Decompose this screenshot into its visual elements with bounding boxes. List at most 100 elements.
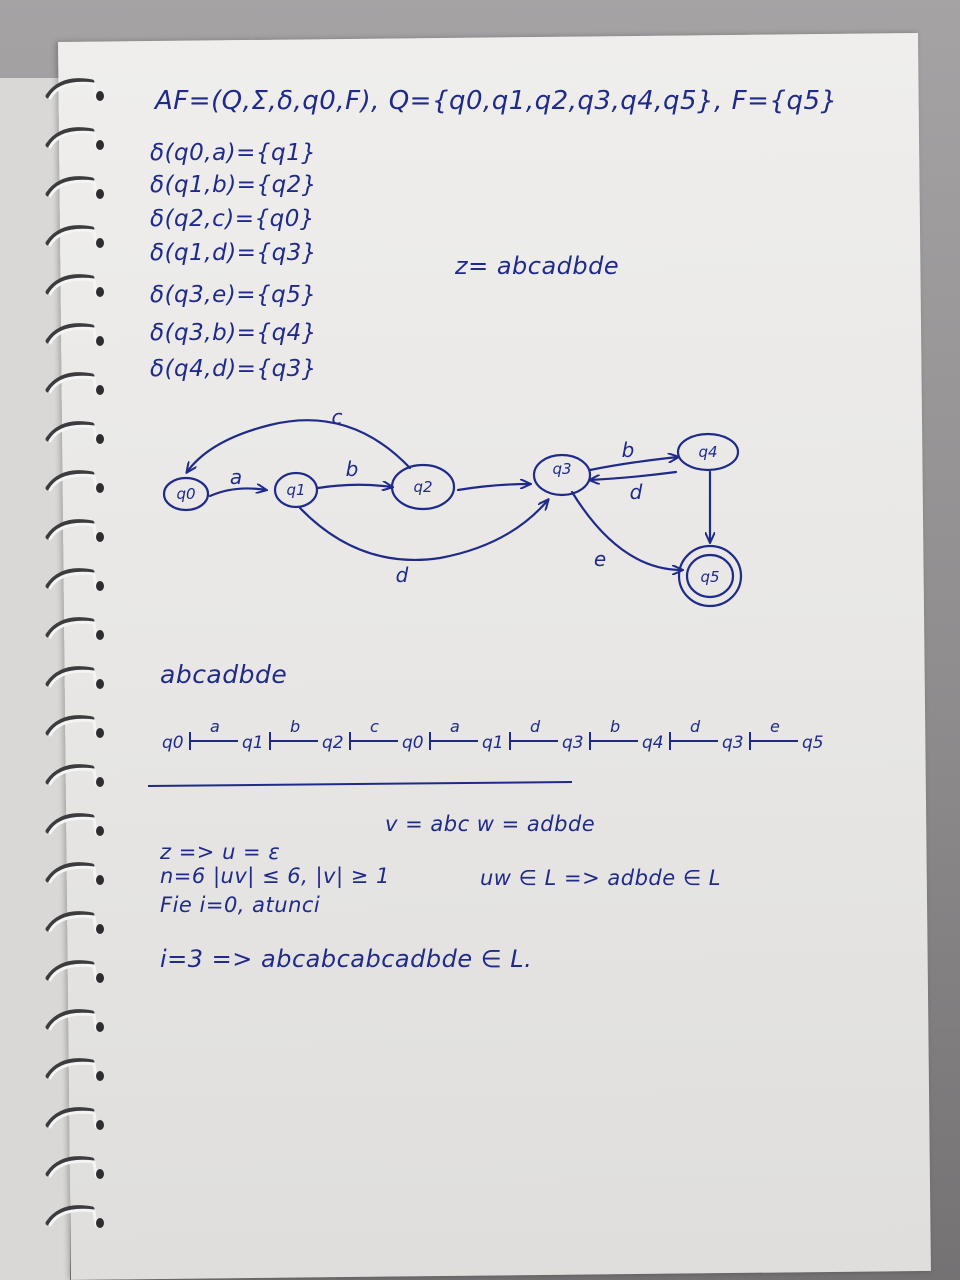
edge-label-a: a: [230, 465, 242, 489]
spiral-ring: [45, 666, 104, 689]
spiral-ring: [45, 127, 104, 150]
z-word: z= abcadbde: [455, 252, 620, 280]
edge-q1-q2: [316, 485, 392, 488]
transition-6: δ(q3,b)={q4}: [150, 320, 317, 346]
binding-hole: [96, 777, 104, 787]
trace-state: q4: [642, 733, 664, 753]
spiral-ring: [45, 470, 104, 493]
binding-hole: [96, 140, 104, 150]
transition-1: δ(q0,a)={q1}: [150, 140, 317, 166]
spiral-ring: [45, 176, 104, 199]
spiral-ring: [45, 78, 104, 101]
binding-hole: [96, 630, 104, 640]
pump-i3: i=3 => abcabcabcadbde ∈ L.: [160, 945, 533, 973]
pump-i0: Fie i=0, atunci: [160, 893, 321, 917]
trace-symbol: d: [690, 717, 701, 736]
binding-hole: [96, 924, 104, 934]
spiral-ring: [45, 1058, 104, 1081]
edge-q1-q3: [298, 500, 548, 562]
trace-symbol: d: [530, 717, 541, 736]
state-label-q4: q4: [698, 443, 717, 461]
state-q5-inner-circle: [685, 553, 735, 599]
state-label-q5: q5: [700, 568, 719, 586]
trace-symbol: a: [210, 717, 220, 736]
spiral-ring: [45, 813, 104, 836]
trace-symbol: b: [610, 717, 620, 736]
binding-hole: [96, 679, 104, 689]
v-w-definition: v = abc w = adbde: [385, 812, 596, 836]
u-definition: z => u = ε: [160, 840, 281, 864]
spiral-ring: [45, 1009, 104, 1032]
state-q0-circle: [162, 476, 210, 512]
spiral-ring: [45, 1205, 104, 1228]
binding-hole: [96, 189, 104, 199]
trace-symbol: c: [370, 717, 379, 736]
spiral-ring: [45, 862, 104, 885]
spiral-ring: [45, 960, 104, 983]
edge-label-c: c: [332, 405, 343, 429]
pumping-length: n=6 |uv| ≤ 6, |v| ≥ 1: [160, 864, 390, 888]
state-label-q3: q3: [552, 460, 571, 478]
binding-hole: [96, 483, 104, 493]
spiral-ring: [45, 519, 104, 542]
edge-q0-q1: [208, 488, 266, 498]
spiral-ring: [45, 274, 104, 297]
transition-2: δ(q1,b)={q2}: [150, 172, 317, 198]
binding-hole: [96, 336, 104, 346]
transition-3: δ(q2,c)={q0}: [150, 206, 315, 232]
spiral-ring: [45, 323, 104, 346]
spiral-ring: [45, 617, 104, 640]
state-q1-circle: [273, 471, 319, 509]
transition-4: δ(q1,d)={q3}: [150, 240, 317, 266]
state-q3-circle: [532, 453, 592, 497]
edge-label-d-q4q3: d: [630, 480, 643, 504]
state-label-q0: q0: [176, 485, 195, 503]
spiral-ring: [45, 421, 104, 444]
binding-hole: [96, 91, 104, 101]
spiral-binding: [45, 78, 104, 1228]
spiral-ring: [45, 1156, 104, 1179]
trace-symbol: e: [770, 717, 780, 736]
spiral-ring: [45, 225, 104, 248]
binding-hole: [96, 1120, 104, 1130]
binding-hole: [96, 532, 104, 542]
edge-label-b-q1q2: b: [346, 457, 359, 481]
trace-state: q1: [482, 733, 504, 753]
binding-hole: [96, 385, 104, 395]
binding-hole: [96, 434, 104, 444]
spiral-ring: [45, 568, 104, 591]
edge-q3-q5: [570, 490, 682, 570]
spiral-ring: [45, 764, 104, 787]
trace-state: q3: [562, 733, 584, 753]
edge-q3-q4: [588, 457, 678, 472]
trace-underline: [147, 781, 573, 787]
state-q5-circle: [677, 544, 743, 608]
page-underneath: [0, 78, 70, 1280]
edge-q2-q0: [187, 419, 412, 472]
binding-hole: [96, 875, 104, 885]
binding-hole: [96, 826, 104, 836]
edge-label-e: e: [594, 547, 606, 571]
spiral-ring: [45, 715, 104, 738]
spiral-ring: [45, 372, 104, 395]
binding-hole: [96, 287, 104, 297]
edge-q2-q3: [456, 484, 530, 492]
state-q2-circle: [390, 463, 456, 511]
edge-label-b-q3q4: b: [622, 438, 635, 462]
transition-7: δ(q4,d)={q3}: [150, 356, 317, 382]
binding-hole: [96, 581, 104, 591]
trace-state: q5: [802, 733, 824, 753]
binding-hole: [96, 728, 104, 738]
binding-hole: [96, 1169, 104, 1179]
trace-state: q2: [322, 733, 344, 753]
binding-hole: [96, 238, 104, 248]
binding-hole: [96, 973, 104, 983]
state-label-q2: q2: [413, 478, 432, 496]
trace-state: q0: [162, 733, 184, 753]
automaton-definition: AF=(Q,Σ,δ,q0,F), Q={q0,q1,q2,q3,q4,q5}, …: [155, 86, 838, 116]
transition-5: δ(q3,e)={q5}: [150, 282, 317, 308]
input-word: abcadbde: [160, 660, 288, 689]
edge-label-d-q1q3: d: [396, 563, 409, 587]
